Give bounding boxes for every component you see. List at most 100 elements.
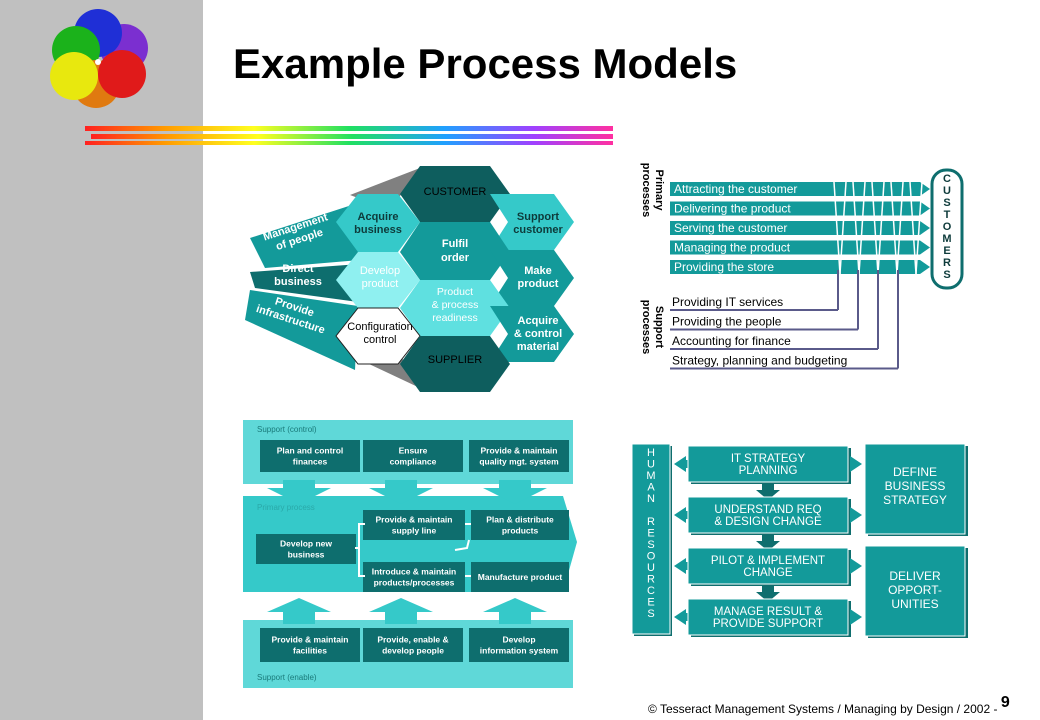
hr-letter: R — [647, 574, 655, 586]
spheres-logo — [50, 9, 148, 108]
customers-box — [930, 168, 964, 290]
primary-process-bar — [670, 240, 930, 255]
primary-process-bar — [670, 260, 930, 274]
hr-letter: R — [647, 516, 655, 528]
process-box — [363, 628, 463, 662]
band-direct-business — [250, 264, 360, 302]
primary-process-label: Delivering the product — [674, 202, 791, 216]
primary-process-bar — [670, 221, 930, 235]
customers-letter: T — [944, 209, 951, 221]
process-box — [471, 510, 569, 540]
support-process-model: Support (control) Support (enable) Prima… — [243, 420, 577, 688]
hex-acquire-control — [490, 306, 574, 362]
hr-letter: S — [647, 608, 654, 620]
process-box-label: Manufacture product — [478, 572, 563, 582]
hex-configuration — [335, 307, 421, 365]
hr-step-box — [687, 445, 849, 483]
hex-product-readiness — [400, 280, 510, 336]
process-box-label: Provide, enable &develop people — [377, 635, 448, 656]
primary-process-label: Attracting the customer — [674, 182, 797, 196]
footer-text: © Tesseract Management Systems / Managin… — [648, 702, 998, 716]
support-enable-label: Support (enable) — [257, 673, 317, 682]
hr-letter: U — [647, 562, 655, 574]
hr-step-box — [687, 547, 849, 585]
process-box — [469, 628, 569, 662]
hex-customer-label: CUSTOMER — [424, 186, 487, 198]
support-process-label: Strategy, planning and budgeting — [672, 354, 847, 368]
support-control-label: Support (control) — [257, 425, 317, 434]
primary-process-label: Managing the product — [674, 241, 791, 255]
hr-letter: O — [647, 551, 656, 563]
process-box — [260, 440, 360, 472]
customers-letter: C — [943, 173, 951, 185]
primary-process-label: Primary process — [257, 503, 315, 512]
hex-develop-product — [336, 252, 420, 308]
hr-letter: H — [647, 447, 655, 459]
hr-step-box — [687, 496, 849, 534]
hex-supplier-label: SUPPLIER — [428, 354, 482, 366]
page-title: Example Process Models — [233, 40, 738, 87]
hex-customer — [400, 166, 510, 222]
customers-letter: S — [943, 197, 950, 209]
process-box — [260, 628, 360, 662]
customers-letter: E — [943, 245, 950, 257]
support-processes-label: Supportprocesses — [640, 300, 665, 354]
customers-letter: M — [942, 233, 951, 245]
support-process-label: Providing IT services — [672, 295, 783, 309]
hex-fulfil-order — [400, 222, 510, 280]
primary-process-label: Serving the customer — [674, 221, 787, 235]
primary-process-bar — [670, 201, 930, 216]
value-chain-diagram: Primaryprocesses Supportprocesses Attrac… — [640, 163, 964, 370]
hr-letter: C — [647, 585, 655, 597]
rainbow-divider — [85, 126, 613, 145]
hr-letter: E — [647, 528, 654, 540]
process-box — [471, 562, 569, 592]
page-number: 9 — [1000, 694, 1010, 711]
hr-letter: A — [647, 482, 655, 494]
customers-letter: S — [943, 269, 950, 281]
support-process-label: Accounting for finance — [672, 334, 791, 348]
support-process-label: Providing the people — [672, 315, 782, 329]
hex-make-product — [490, 250, 574, 306]
hr-letter: U — [647, 459, 655, 471]
hr-letter: N — [647, 493, 655, 505]
band-management-of-people — [250, 204, 360, 268]
process-box — [363, 440, 463, 472]
hex-acquire-business — [336, 194, 420, 252]
hr-letter: E — [647, 597, 654, 609]
customers-letter: O — [943, 221, 952, 233]
hex-support-customer — [490, 194, 574, 250]
hr-step-label: MANAGE RESULT &PROVIDE SUPPORT — [713, 606, 823, 630]
process-box — [363, 562, 465, 592]
primary-processes-label: Primaryprocesses — [640, 163, 665, 217]
process-box — [256, 534, 356, 564]
primary-process-label: Providing the store — [674, 260, 774, 274]
customers-letter: U — [943, 185, 951, 197]
hr-letter: S — [647, 539, 654, 551]
process-box — [363, 510, 465, 540]
hr-step-box — [687, 598, 849, 636]
